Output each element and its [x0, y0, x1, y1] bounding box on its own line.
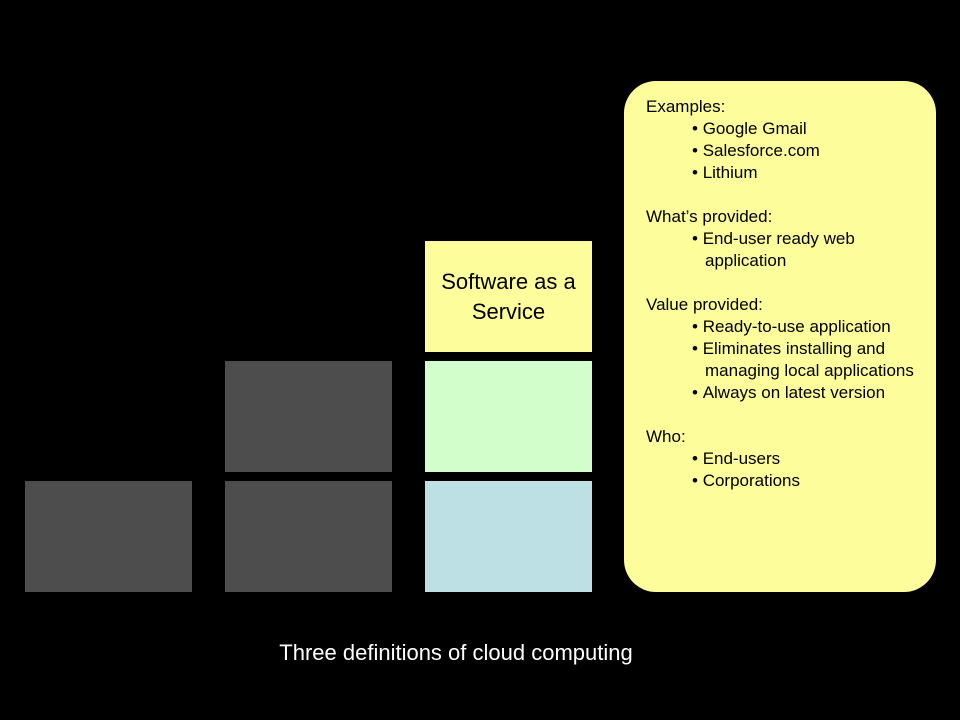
gray-block-middle-bottom — [225, 481, 392, 592]
list-item: Eliminates installing and managing local… — [692, 338, 926, 382]
saas-label: Software as a Service — [441, 268, 576, 324]
light-blue-block — [425, 481, 592, 592]
whats-provided-heading: What’s provided: — [646, 207, 773, 226]
whats-provided-list: End-user ready web application — [646, 228, 926, 272]
slide-caption: Three definitions of cloud computing — [279, 640, 633, 665]
list-item: Always on latest version — [692, 382, 926, 404]
examples-list: Google Gmail Salesforce.com Lithium — [646, 118, 926, 184]
saas-details-panel: Examples: Google Gmail Salesforce.com Li… — [624, 81, 936, 592]
examples-heading: Examples: — [646, 97, 726, 116]
examples-section: Examples: Google Gmail Salesforce.com Li… — [646, 96, 926, 184]
list-item: Salesforce.com — [692, 140, 926, 162]
list-item: End-users — [692, 448, 926, 470]
value-provided-heading: Value provided: — [646, 295, 763, 314]
saas-block: Software as a Service — [425, 241, 592, 352]
list-item: End-user ready web application — [692, 228, 926, 272]
value-provided-section: Value provided: Ready-to-use application… — [646, 294, 926, 404]
list-item: Ready-to-use application — [692, 316, 926, 338]
value-provided-list: Ready-to-use application Eliminates inst… — [646, 316, 926, 404]
light-green-block — [425, 361, 592, 472]
who-heading: Who: — [646, 427, 686, 446]
who-section: Who: End-users Corporations — [646, 426, 926, 492]
who-list: End-users Corporations — [646, 448, 926, 492]
list-item: Google Gmail — [692, 118, 926, 140]
gray-block-left-bottom — [25, 481, 192, 592]
gray-block-middle-upper — [225, 361, 392, 472]
list-item: Corporations — [692, 470, 926, 492]
list-item: Lithium — [692, 162, 926, 184]
whats-provided-section: What’s provided: End-user ready web appl… — [646, 206, 926, 272]
